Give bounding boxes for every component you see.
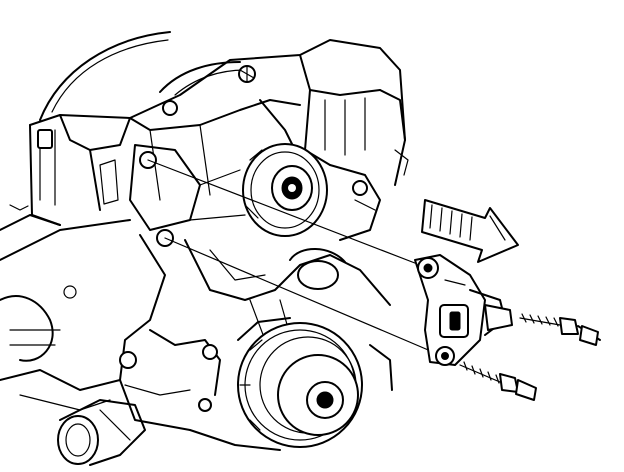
bolt-icon <box>515 379 537 401</box>
water-pump-pulley <box>237 317 393 448</box>
cover-bolt-icon <box>198 398 212 412</box>
housing-bolt-icon <box>63 285 77 299</box>
direction-arrow-icon <box>421 199 519 263</box>
cover-bolt-icon <box>202 344 218 360</box>
idler-pulley <box>242 143 328 237</box>
transmission-housing <box>0 31 171 411</box>
explode-lines <box>147 159 441 356</box>
lower-bolt <box>459 361 537 401</box>
head-bolt-icon <box>162 100 178 116</box>
removed-component <box>414 254 513 366</box>
engine-block <box>29 39 409 226</box>
front-cover <box>119 234 391 451</box>
upper-bolt <box>519 313 601 346</box>
coolant-outlet-pipe <box>57 399 146 466</box>
bolt-icon <box>579 325 599 346</box>
cover-bolt-icon <box>119 351 137 369</box>
